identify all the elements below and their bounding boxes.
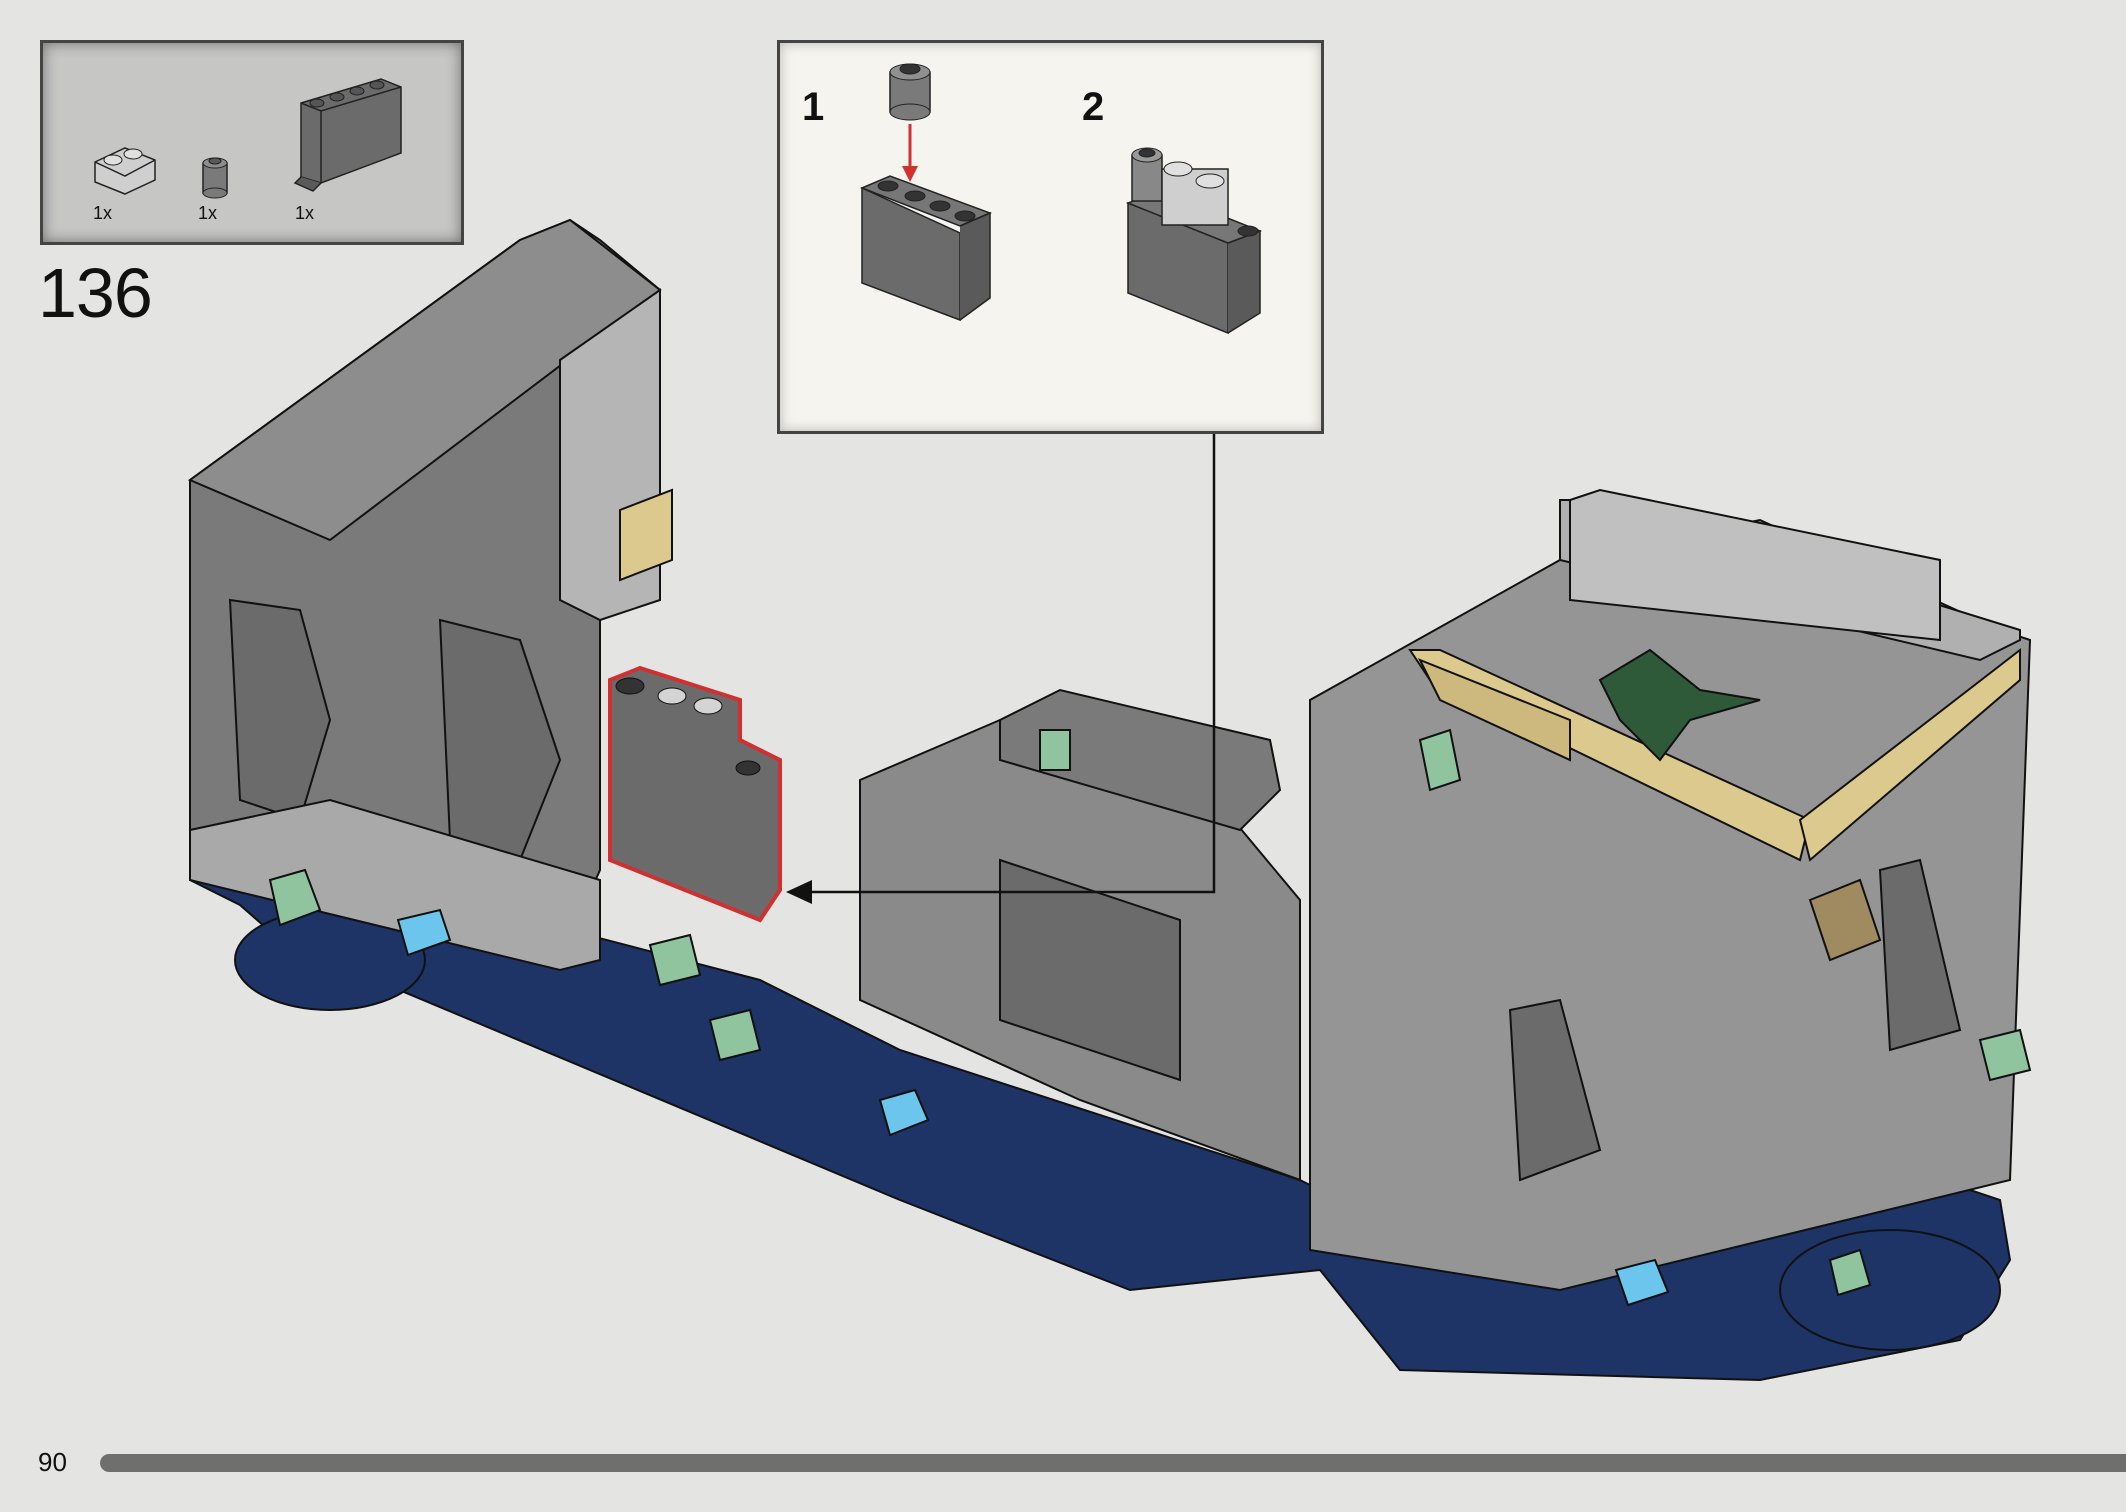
substep-1-illustration: [860, 63, 993, 322]
middle-arch: [999, 858, 1181, 1082]
light-gray-1x2-jumper-brick-icon: [94, 147, 156, 195]
right-building-back-wall: [1569, 488, 1941, 642]
dark-gray-round-brick-icon: [202, 157, 228, 199]
left-floor: [189, 798, 601, 972]
dark-gray-1x4x3-panel-icon: [293, 78, 402, 192]
substep-2-label: 2: [1082, 85, 1105, 129]
callout-pointer-arrowhead: [786, 880, 812, 904]
part-qty-3: 1x: [295, 203, 315, 223]
new-panel-stud-light-2: [693, 697, 723, 715]
new-panel-stud-light-1: [657, 687, 687, 705]
step-number: 136: [38, 254, 153, 332]
part-qty-2: 1x: [198, 203, 218, 223]
green-plant: [1598, 648, 1761, 762]
sand-green-slope-4: [1828, 1248, 1872, 1297]
right-buttress-2: [1878, 858, 1962, 1052]
subassembly-callout: 1 2: [777, 40, 1324, 434]
trans-blue-tile-3: [1614, 1258, 1670, 1307]
trans-blue-tile-2: [878, 1088, 930, 1137]
left-tower-tan-tile: [619, 488, 673, 582]
progress-bar-fill: [100, 1454, 2126, 1472]
right-buttress: [1508, 998, 1602, 1182]
middle-top: [999, 688, 1282, 832]
sand-green-tile-right: [1418, 728, 1462, 792]
new-panel-highlight: [608, 665, 782, 923]
substep-1-label: 1: [802, 85, 825, 129]
sand-green-tile-middle: [1039, 729, 1071, 771]
trans-blue-tile-1: [396, 908, 452, 957]
sand-green-slope-3: [708, 1008, 762, 1062]
tan-slope: [1808, 878, 1882, 962]
progress-bar: [100, 1454, 2126, 1472]
left-buttress-2: [438, 618, 562, 862]
sand-green-slope-5: [1978, 1028, 2032, 1082]
left-buttress: [228, 598, 332, 822]
tan-tile-roof: [1417, 658, 1571, 762]
tan-frame-side: [1798, 647, 2021, 862]
new-panel-stud-dark: [615, 677, 645, 695]
left-tower-top: [187, 218, 662, 542]
substep-2-illustration: [1125, 147, 1263, 335]
part-qty-1: 1x: [93, 203, 113, 223]
sand-green-slope-1: [268, 868, 322, 927]
page-number: 90: [38, 1447, 67, 1477]
sand-green-slope-2: [648, 933, 702, 987]
parts-list-box: 1x 1x 1x: [40, 40, 464, 245]
baseplate-rounded-right: [1779, 1229, 2001, 1351]
callout-pointer-line: [812, 434, 1216, 894]
new-panel-stud-right: [735, 760, 761, 776]
